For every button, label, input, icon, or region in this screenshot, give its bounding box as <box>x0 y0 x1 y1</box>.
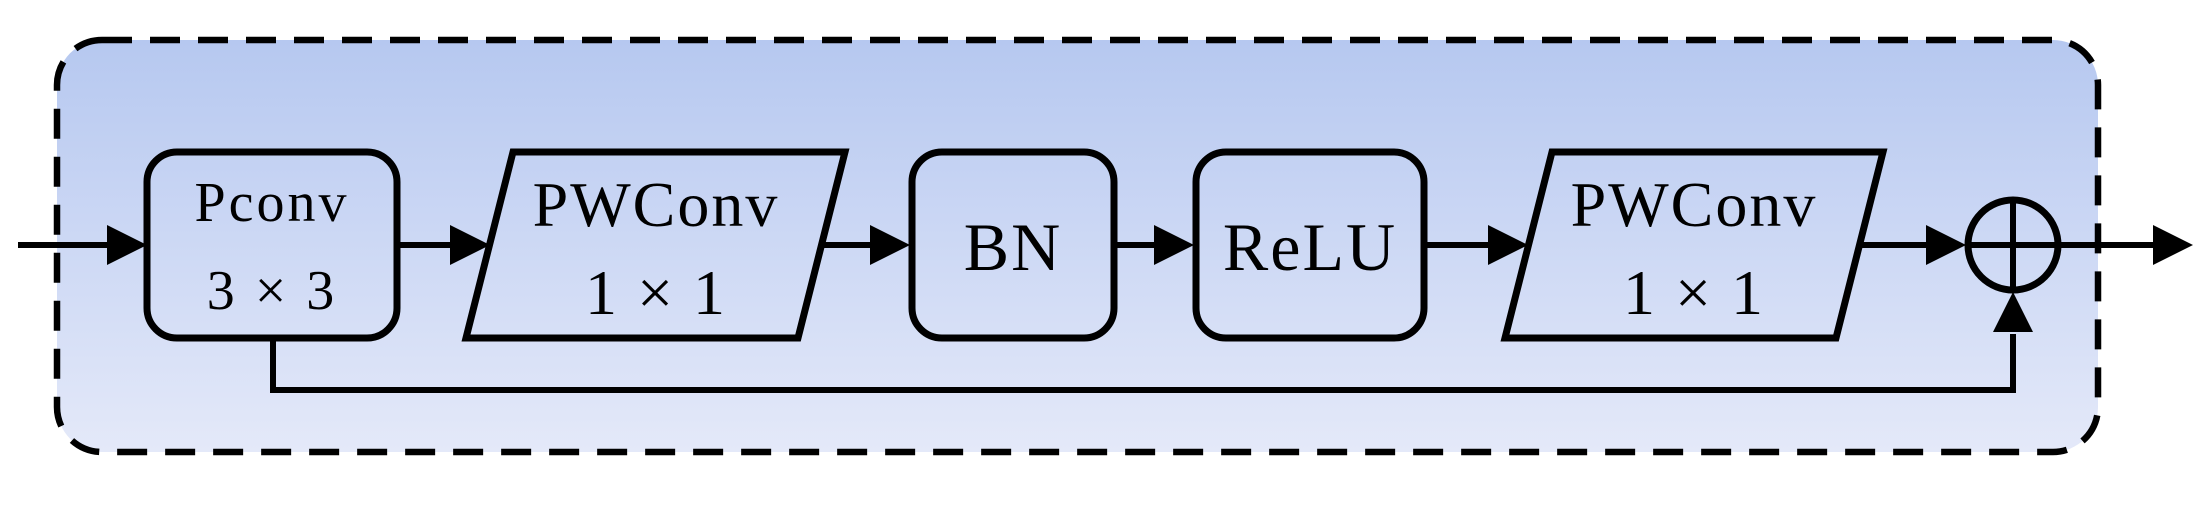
pwconv1-label-line1: PWConv <box>533 169 780 240</box>
skip-up-arrowhead-icon <box>1993 292 2033 332</box>
pwconv1-label-line2: 1 × 1 <box>585 257 727 328</box>
pwconv2-node <box>1500 148 1888 342</box>
pwconv2-label-line1: PWConv <box>1571 169 1818 240</box>
pwconv2-label-line2: 1 × 1 <box>1623 257 1765 328</box>
bn-label: BN <box>964 209 1062 285</box>
pconv-arrowhead-icon <box>450 225 490 265</box>
output-arrowhead-icon <box>2153 225 2193 265</box>
circled-plus-icon <box>1964 196 2062 294</box>
sum-arrowhead-icon <box>1926 225 1966 265</box>
pwconv1-node <box>461 148 850 342</box>
arrowheads <box>107 225 2193 332</box>
bn-arrowhead-icon <box>870 225 910 265</box>
input-arrowhead-icon <box>107 225 147 265</box>
relu-node <box>1192 148 1428 342</box>
pconv-label-line2: 3 × 3 <box>207 260 338 322</box>
pconv-node <box>143 148 401 342</box>
pconv-label-line1: Pconv <box>195 172 350 234</box>
bn-node <box>908 148 1118 342</box>
relu-arrowhead-icon <box>1154 225 1194 265</box>
skip-connection-line <box>270 334 2016 393</box>
pwconv2-arrowhead-icon <box>1488 225 1528 265</box>
relu-label: ReLU <box>1223 209 1397 285</box>
node-shapes <box>143 148 2062 342</box>
wires <box>18 203 2157 393</box>
